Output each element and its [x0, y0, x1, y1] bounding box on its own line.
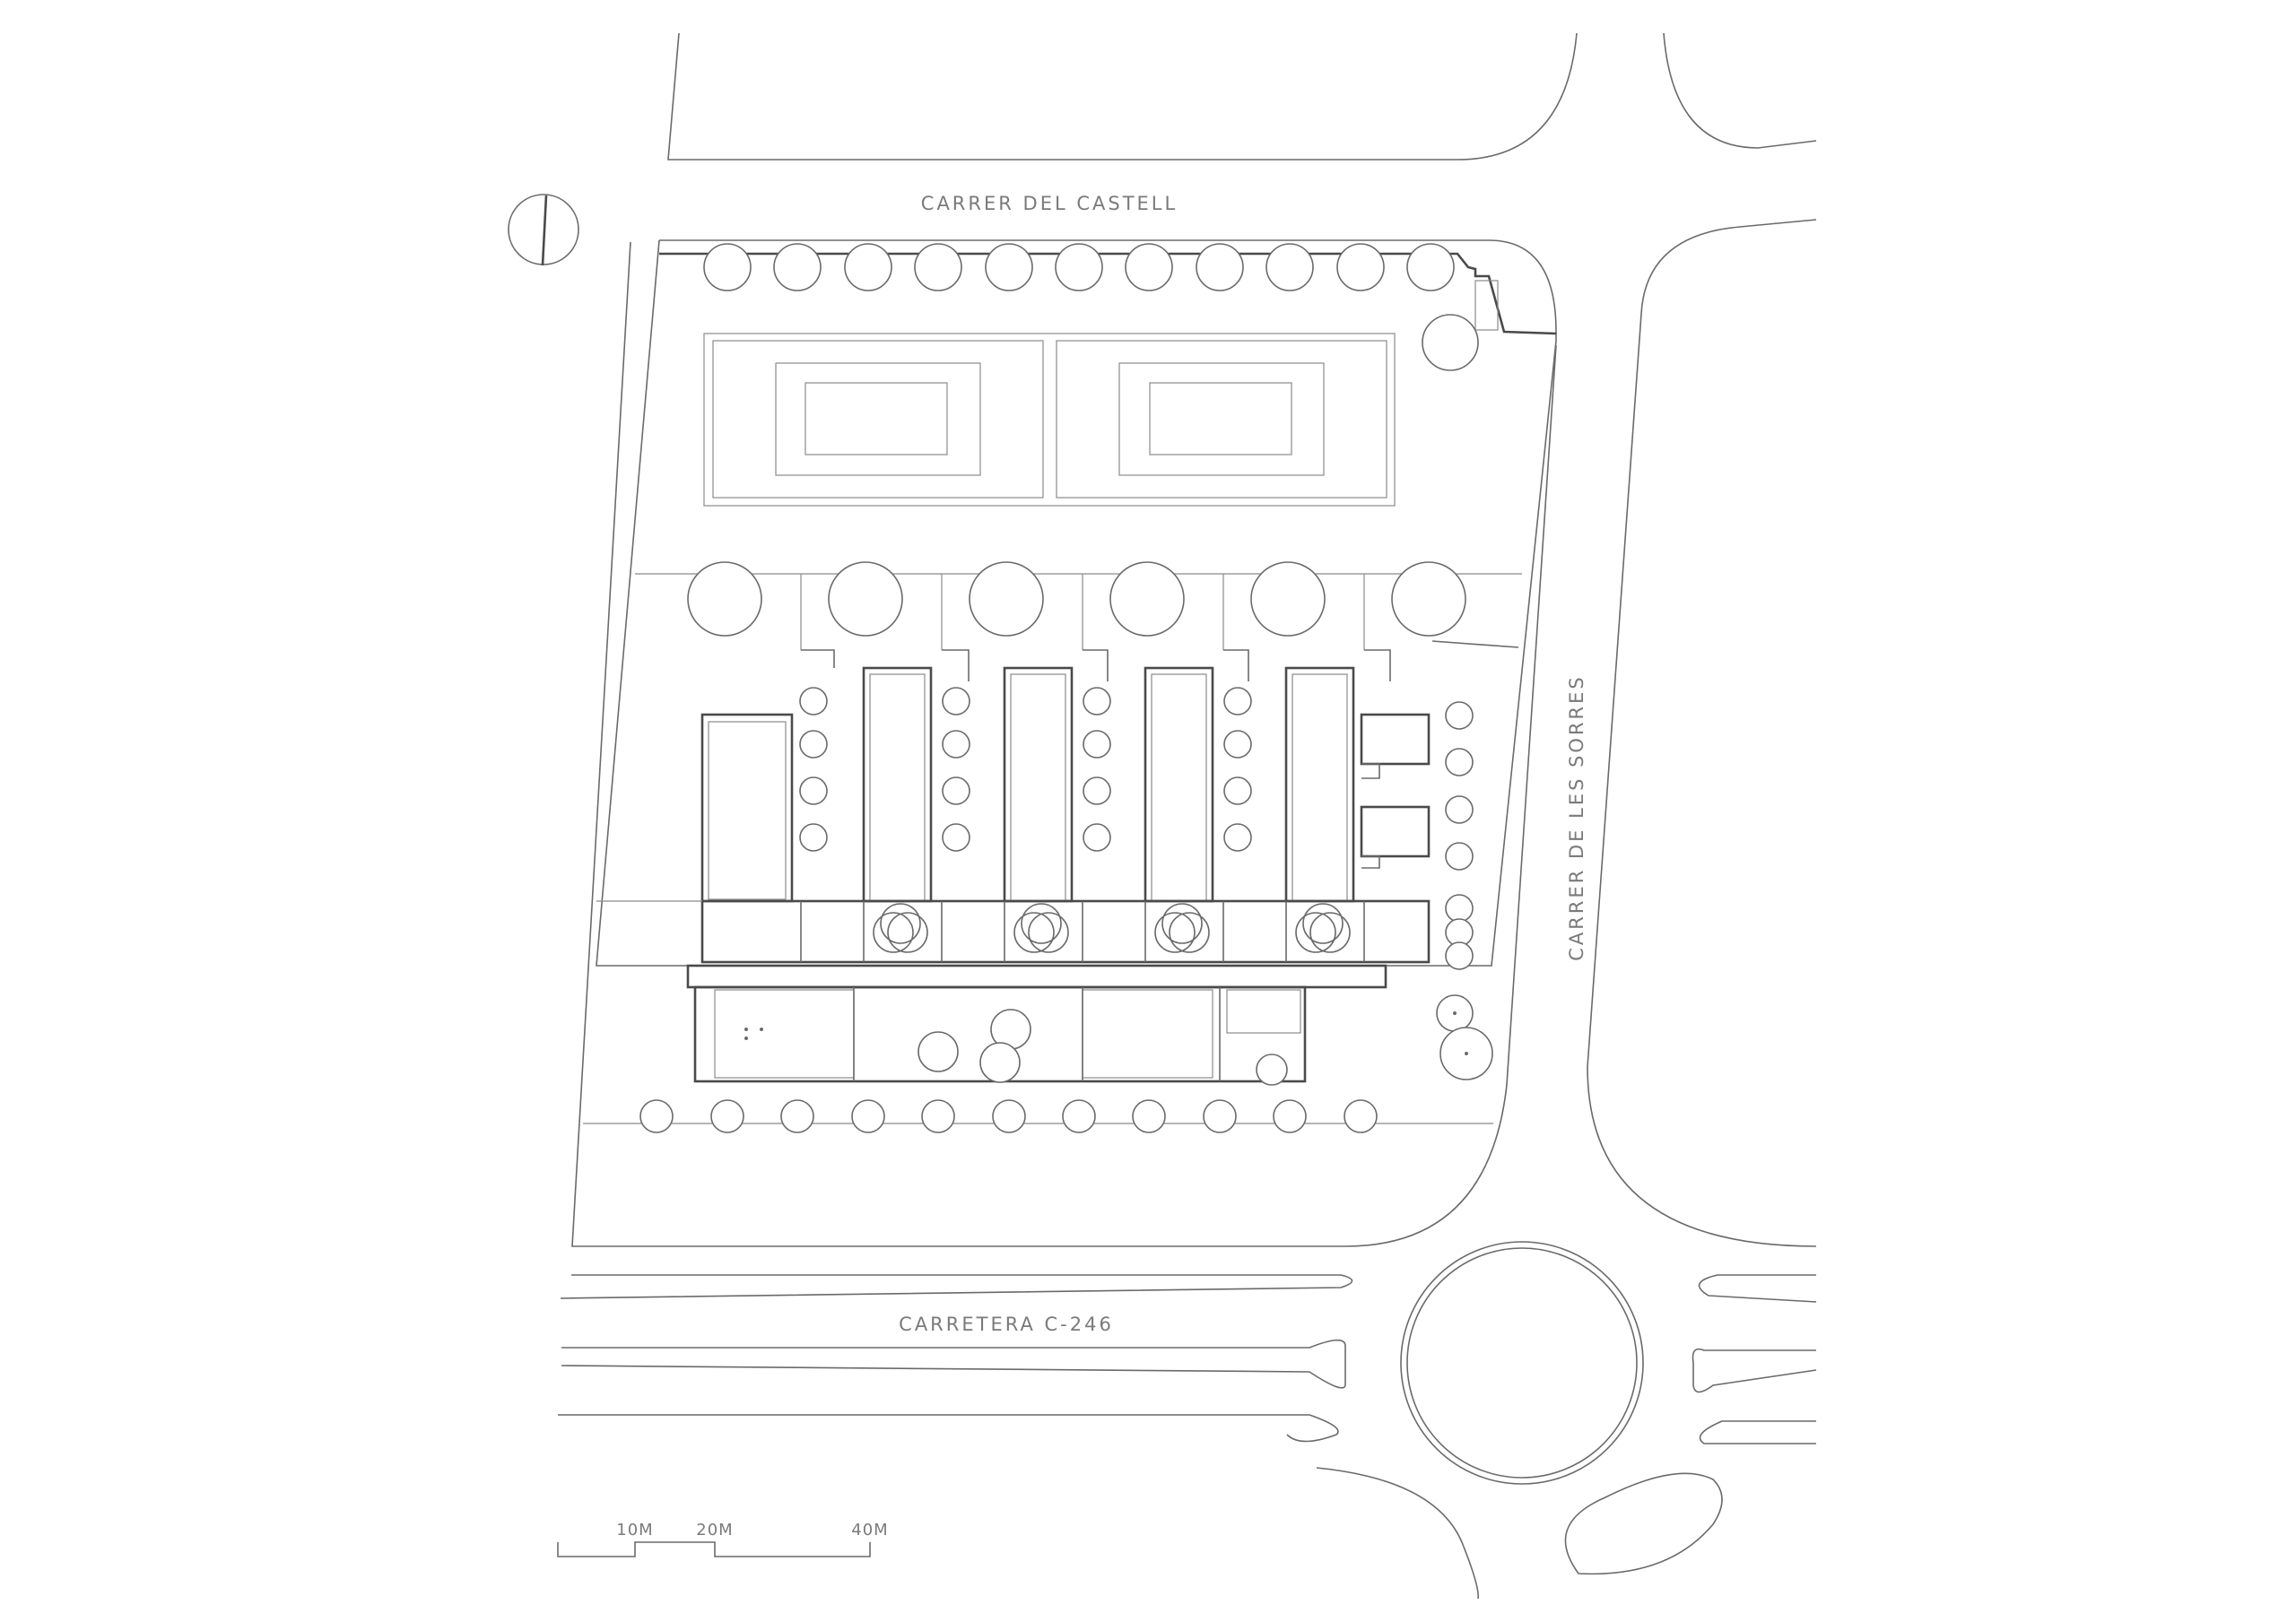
road-edges — [558, 32, 1817, 1600]
road-label-south: CARRETERA C-246 — [899, 1314, 1114, 1335]
courtyard-trees — [799, 687, 1474, 970]
scale-bar: 10M 20M 40M — [557, 1521, 888, 1557]
south-trees — [744, 994, 1493, 1086]
sports-courts — [703, 333, 1396, 507]
housing-blocks — [596, 649, 1431, 1083]
street-label-east: CARRER DE LES SORRES — [1566, 674, 1587, 960]
scale-label-40m: 40M — [851, 1521, 888, 1540]
scale-label-20m: 20M — [696, 1521, 733, 1540]
site-boundary — [596, 239, 1557, 967]
scale-label-10m: 10M — [616, 1521, 653, 1540]
north-arrow-icon — [508, 194, 579, 266]
tree-row-south — [583, 1099, 1493, 1133]
tree-row-north — [703, 243, 1479, 371]
tree-row-large — [635, 561, 1522, 650]
tree-clusters — [873, 903, 1351, 953]
street-label-north: CARRER DEL CASTELL — [921, 193, 1178, 214]
